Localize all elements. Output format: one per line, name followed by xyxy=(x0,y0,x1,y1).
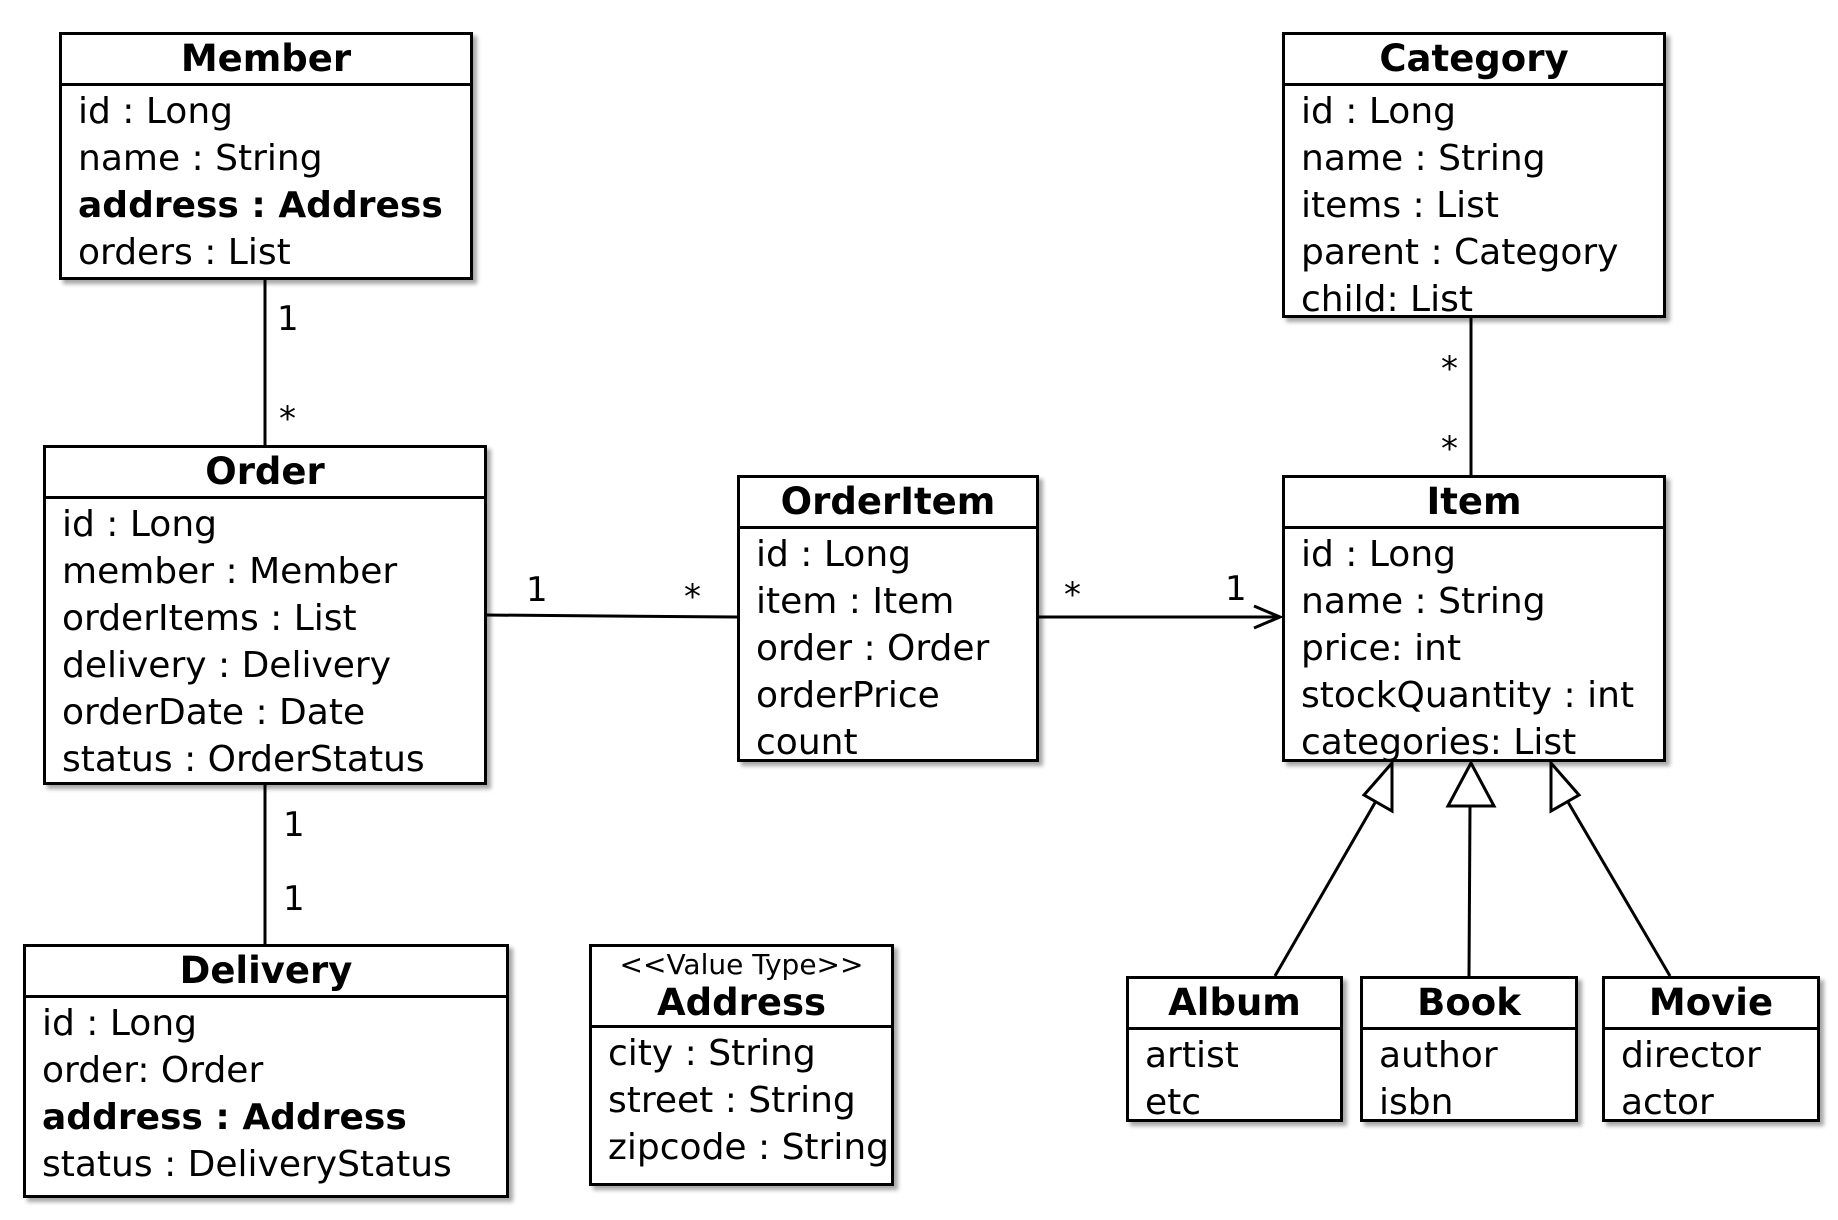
order-class[interactable]: Order id : Long member : Member orderIte… xyxy=(43,445,487,785)
class-attribute: zipcode : String xyxy=(608,1127,890,1168)
book-generalization xyxy=(1467,805,1472,977)
class-attribute: etc xyxy=(1145,1082,1202,1123)
class-attribute: child: List xyxy=(1301,279,1473,320)
album-class[interactable]: Album artist etc xyxy=(1126,976,1343,1123)
member-class[interactable]: Member id : Long name : String address :… xyxy=(59,32,473,280)
class-attribute: status : DeliveryStatus xyxy=(42,1144,452,1185)
orderitem-class[interactable]: OrderItem id : Long item : Item order : … xyxy=(737,475,1039,763)
class-attribute: id : Long xyxy=(62,504,217,545)
class-attribute: item : Item xyxy=(756,581,955,622)
movie-class[interactable]: Movie director actor xyxy=(1602,976,1820,1123)
class-attribute: director xyxy=(1621,1035,1761,1076)
class-attribute: address : Address xyxy=(78,185,443,226)
class-attribute: name : String xyxy=(78,138,323,179)
association-arrowhead xyxy=(1253,604,1284,630)
multiplicity-label: * xyxy=(684,577,701,617)
album-generalization-triangle xyxy=(1361,759,1394,814)
multiplicity-label: 1 xyxy=(277,299,299,339)
class-attribute: orders : List xyxy=(78,232,291,273)
class-name: Category xyxy=(1285,35,1663,86)
class-name: Delivery xyxy=(26,947,506,998)
order-orderitem-association xyxy=(484,613,738,619)
class-attribute: price: int xyxy=(1301,628,1462,669)
class-attribute: id : Long xyxy=(42,1003,197,1044)
class-attribute: city : String xyxy=(608,1033,816,1074)
multiplicity-label: * xyxy=(1441,349,1458,389)
class-attribute: orderItems : List xyxy=(62,598,357,639)
movie-generalization xyxy=(1566,801,1672,977)
class-attribute: status : OrderStatus xyxy=(62,739,425,780)
class-attribute: categories: List xyxy=(1301,722,1577,763)
class-attribute: orderPrice xyxy=(756,675,940,716)
class-attribute: count xyxy=(756,722,858,763)
class-attribute: author xyxy=(1379,1035,1498,1076)
stereotype-label: <<Value Type>> xyxy=(619,948,864,981)
multiplicity-label: 1 xyxy=(526,570,548,610)
class-attribute: id : Long xyxy=(1301,91,1456,132)
class-attribute: delivery : Delivery xyxy=(62,645,392,686)
class-attribute: order : Order xyxy=(756,628,990,669)
multiplicity-label: * xyxy=(279,399,296,439)
item-class[interactable]: Item id : Long name : String price: int … xyxy=(1282,475,1666,763)
multiplicity-label: 1 xyxy=(1225,569,1247,609)
book-class[interactable]: Book author isbn xyxy=(1360,976,1578,1123)
class-attribute: order: Order xyxy=(42,1050,264,1091)
class-attribute: artist xyxy=(1145,1035,1239,1076)
book-generalization-triangle xyxy=(1445,759,1497,808)
class-attribute: member : Member xyxy=(62,551,398,592)
class-name: OrderItem xyxy=(740,478,1036,529)
class-name: Item xyxy=(1285,478,1663,529)
multiplicity-label: * xyxy=(1064,575,1081,615)
multiplicity-label: * xyxy=(1441,429,1458,469)
class-attribute: id : Long xyxy=(78,91,233,132)
class-attribute: actor xyxy=(1621,1082,1714,1123)
class-header: <<Value Type>> Address xyxy=(592,947,891,1028)
address-value-type[interactable]: <<Value Type>> Address city : String str… xyxy=(589,944,894,1186)
movie-generalization-triangle xyxy=(1549,759,1582,814)
class-name: Address xyxy=(657,981,826,1024)
category-class[interactable]: Category id : Long name : String items :… xyxy=(1282,32,1666,320)
multiplicity-label: 1 xyxy=(283,805,305,845)
class-name: Order xyxy=(46,448,484,499)
class-attribute: address : Address xyxy=(42,1097,407,1138)
class-name: Member xyxy=(62,35,470,86)
class-attribute: stockQuantity : int xyxy=(1301,675,1635,716)
multiplicity-label: 1 xyxy=(283,879,305,919)
class-attribute: street : String xyxy=(608,1080,856,1121)
class-attribute: name : String xyxy=(1301,581,1546,622)
class-attribute: orderDate : Date xyxy=(62,692,366,733)
class-name: Movie xyxy=(1605,979,1817,1030)
class-attribute: name : String xyxy=(1301,138,1546,179)
delivery-class[interactable]: Delivery id : Long order: Order address … xyxy=(23,944,509,1198)
class-attribute: id : Long xyxy=(1301,534,1456,575)
album-generalization xyxy=(1273,800,1378,977)
class-attribute: items : List xyxy=(1301,185,1500,226)
class-name: Book xyxy=(1363,979,1575,1030)
class-attribute: parent : Category xyxy=(1301,232,1619,273)
class-attribute: isbn xyxy=(1379,1082,1454,1123)
class-attribute: id : Long xyxy=(756,534,911,575)
class-name: Album xyxy=(1129,979,1340,1030)
